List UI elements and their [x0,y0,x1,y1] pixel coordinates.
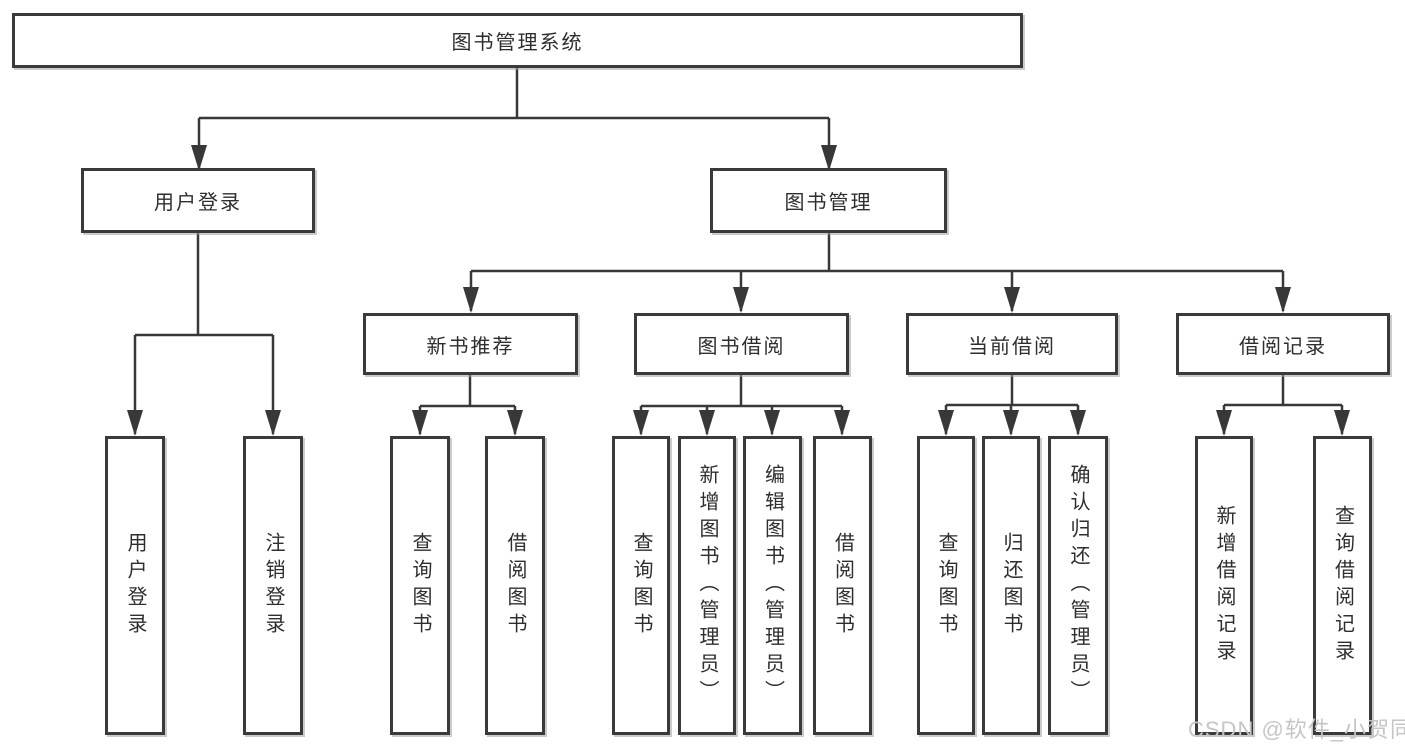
node-book-management: 图书管理 [710,168,947,233]
leaf-query-books-recommend: 查询图书 [390,436,450,735]
leaf-return-books: 归还图书 [982,436,1040,735]
leaf-confirm-return-admin: 确认归还（管理员） [1048,436,1108,735]
leaf-user-login-label: 用户登录 [124,531,146,640]
leaf-query-borrow-record: 查询借阅记录 [1313,436,1372,735]
node-root-label: 图书管理系统 [451,32,584,54]
node-new-book-recommend-label: 新书推荐 [426,335,515,358]
connector-bookmgmt-to-level3 [469,233,1285,311]
node-book-borrowing: 图书借阅 [634,313,849,375]
leaf-borrow-books-recommend-label: 借阅图书 [504,531,526,640]
leaf-add-borrow-record-label: 新增借阅记录 [1213,504,1235,667]
connector-borrow-to-leaves [639,375,844,434]
leaf-query-books-borrow: 查询图书 [612,436,670,735]
arrowheads [127,145,1350,436]
connector-records-to-leaves [1222,375,1344,434]
leaf-query-books-current-label: 查询图书 [935,531,957,640]
leaf-user-login: 用户登录 [105,436,165,735]
connector-userlogin-to-leaves [133,233,275,434]
leaf-borrow-books: 借阅图书 [813,436,872,735]
node-root-system: 图书管理系统 [12,13,1023,68]
leaf-add-books-admin: 新增图书（管理员） [678,436,736,735]
leaf-add-books-admin-label: 新增图书（管理员） [696,464,718,707]
node-borrowing-records: 借阅记录 [1176,313,1390,375]
leaf-return-books-label: 归还图书 [1000,531,1022,640]
leaf-confirm-return-admin-label: 确认归还（管理员） [1067,464,1089,707]
leaf-logout-login-label: 注销登录 [262,531,284,640]
leaf-add-borrow-record: 新增借阅记录 [1195,436,1253,735]
node-book-borrowing-label: 图书借阅 [697,335,786,358]
leaf-borrow-books-recommend: 借阅图书 [485,436,545,735]
connector-newbook-to-leaves [418,375,517,434]
leaf-edit-books-admin-label: 编辑图书（管理员） [761,464,784,707]
leaf-logout-login: 注销登录 [243,436,303,735]
leaf-query-borrow-record-label: 查询借阅记录 [1331,504,1354,667]
leaf-query-books-borrow-label: 查询图书 [630,531,652,640]
node-book-management-label: 图书管理 [784,192,873,214]
node-user-login-label: 用户登录 [154,192,242,214]
leaf-query-books-recommend-label: 查询图书 [409,531,431,640]
node-current-borrowing-label: 当前借阅 [968,335,1056,358]
leaf-borrow-books-label: 借阅图书 [831,531,854,640]
leaf-query-books-current: 查询图书 [917,436,975,735]
node-current-borrowing: 当前借阅 [906,313,1118,375]
connector-root-to-level2 [197,68,831,169]
node-borrowing-records-label: 借阅记录 [1239,335,1327,358]
csdn-watermark: CSDN @软件_小贺同学 [1188,717,1405,742]
node-user-login: 用户登录 [81,168,315,233]
leaf-edit-books-admin: 编辑图书（管理员） [743,436,802,735]
node-new-book-recommend: 新书推荐 [363,313,578,375]
